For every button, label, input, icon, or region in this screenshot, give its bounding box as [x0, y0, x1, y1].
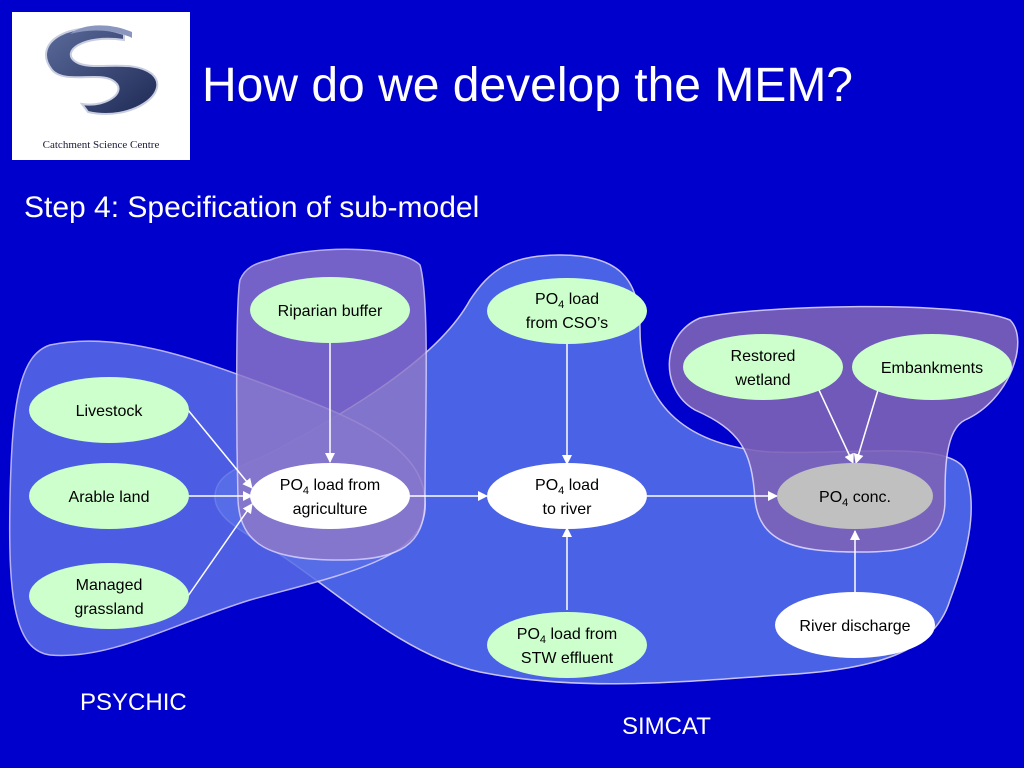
node-label: Arable land — [69, 489, 150, 506]
subscript: 4 — [303, 485, 309, 497]
node-po4-load-from-cso: PO4 load from CSO’s — [487, 278, 647, 344]
node-label: to river — [543, 501, 593, 518]
slide-title: How do we develop the MEM? — [202, 59, 853, 112]
node-river-discharge: River discharge — [775, 592, 935, 658]
node-label: Riparian buffer — [278, 303, 383, 320]
psychic-label: PSYCHIC — [80, 689, 187, 716]
svg-text:PO4 load from: PO4 load from — [280, 477, 380, 497]
node-managed-grassland: Managed grassland — [29, 563, 189, 629]
node-label: load from — [309, 477, 380, 494]
svg-text:PO4 load: PO4 load — [535, 291, 599, 311]
slide-subtitle: Step 4: Specification of sub-model — [24, 191, 480, 224]
subscript: 4 — [558, 299, 564, 311]
subscript: 4 — [558, 485, 564, 497]
node-label: wetland — [734, 372, 790, 389]
subscript: 4 — [540, 634, 546, 646]
node-label: load from — [546, 626, 617, 643]
svg-text:PO4 load: PO4 load — [535, 477, 599, 497]
node-label: load — [564, 291, 599, 308]
node-label: PO — [280, 477, 303, 494]
svg-text:PO4 conc.: PO4 conc. — [819, 489, 891, 509]
arrow-grassland-to-agri — [187, 503, 253, 597]
node-label: River discharge — [799, 618, 910, 635]
node-label: Restored — [731, 348, 796, 365]
node-label: PO — [535, 477, 558, 494]
svg-text:PO4 load from: PO4 load from — [517, 626, 617, 646]
node-label: PO — [517, 626, 540, 643]
node-label: PO — [535, 291, 558, 308]
arrow-livestock-to-agri — [187, 409, 253, 489]
node-po4-load-from-agriculture: PO4 load from agriculture — [250, 463, 410, 529]
logo-caption: Catchment Science Centre — [42, 139, 160, 151]
node-po4-load-to-river: PO4 load to river — [487, 463, 647, 529]
node-livestock: Livestock — [29, 377, 189, 443]
arrow-wetland-to-conc — [817, 387, 854, 464]
node-po4-load-from-stw-effluent: PO4 load from STW effluent — [487, 612, 647, 678]
node-label: Embankments — [881, 360, 983, 377]
node-riparian-buffer: Riparian buffer — [250, 277, 410, 343]
node-restored-wetland: Restored wetland — [683, 334, 843, 400]
node-po4-conc: PO4 conc. — [777, 463, 933, 529]
node-label: STW effluent — [521, 650, 614, 667]
node-arable-land: Arable land — [29, 463, 189, 529]
node-label: grassland — [74, 601, 143, 618]
node-label: from CSO’s — [526, 315, 608, 332]
node-label: PO — [819, 489, 842, 506]
logo-swoosh-icon — [45, 25, 159, 115]
node-embankments: Embankments — [852, 334, 1012, 400]
subscript: 4 — [842, 497, 848, 509]
node-label: load — [564, 477, 599, 494]
catchment-science-centre-logo: Catchment Science Centre — [12, 12, 190, 160]
node-label: Livestock — [76, 403, 144, 420]
node-label: conc. — [848, 489, 891, 506]
simcat-label: SIMCAT — [622, 713, 711, 740]
arrow-embankments-to-conc — [853, 389, 879, 464]
node-label: agriculture — [293, 501, 368, 518]
node-label: Managed — [76, 577, 143, 594]
